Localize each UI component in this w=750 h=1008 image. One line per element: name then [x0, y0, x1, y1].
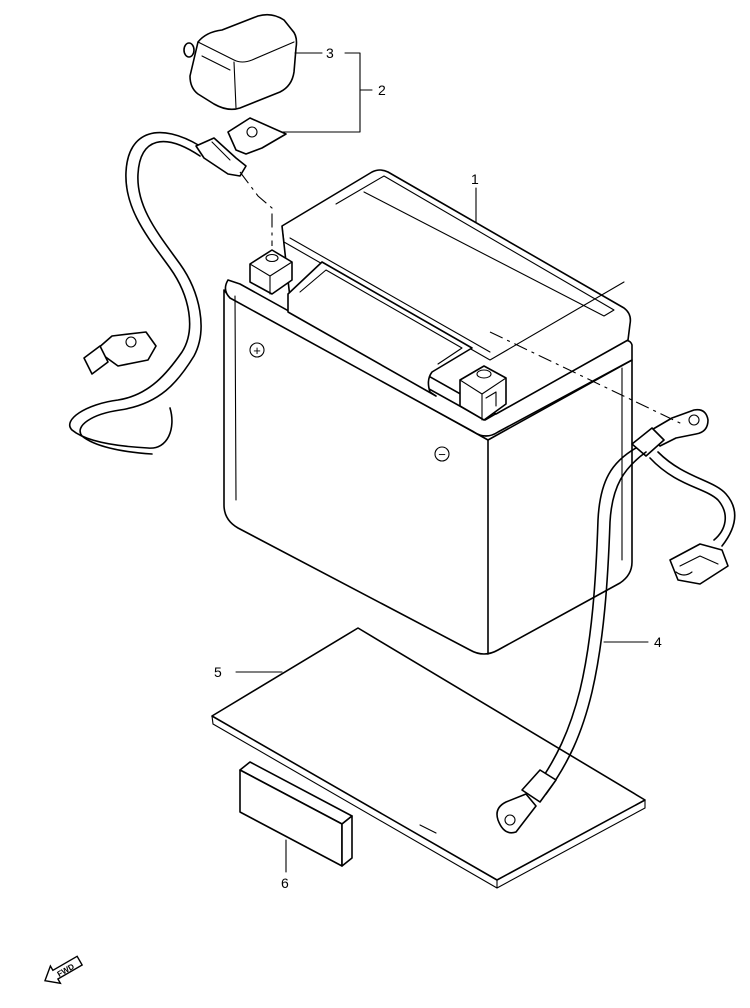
callout-4: 4 [654, 634, 662, 650]
battery: + − [223, 169, 633, 655]
battery-spacer [239, 761, 353, 867]
battery-mat [211, 627, 646, 889]
positive-terminal-mark: + [249, 342, 265, 358]
terminal-cover [183, 13, 298, 111]
negative-lead-wire [496, 408, 736, 834]
svg-text:+: + [253, 343, 261, 358]
callout-6: 6 [281, 875, 289, 891]
assembly-guide-lines [239, 171, 683, 425]
callout-3: 3 [326, 45, 334, 61]
svg-text:−: − [438, 447, 446, 462]
callout-leaders [235, 52, 649, 873]
positive-lead-wire [69, 117, 287, 455]
callout-2: 2 [378, 82, 386, 98]
callout-5: 5 [214, 664, 222, 680]
negative-terminal-mark: − [434, 446, 450, 462]
forward-arrow-icon: FWD [44, 955, 84, 985]
callout-1: 1 [471, 171, 479, 187]
